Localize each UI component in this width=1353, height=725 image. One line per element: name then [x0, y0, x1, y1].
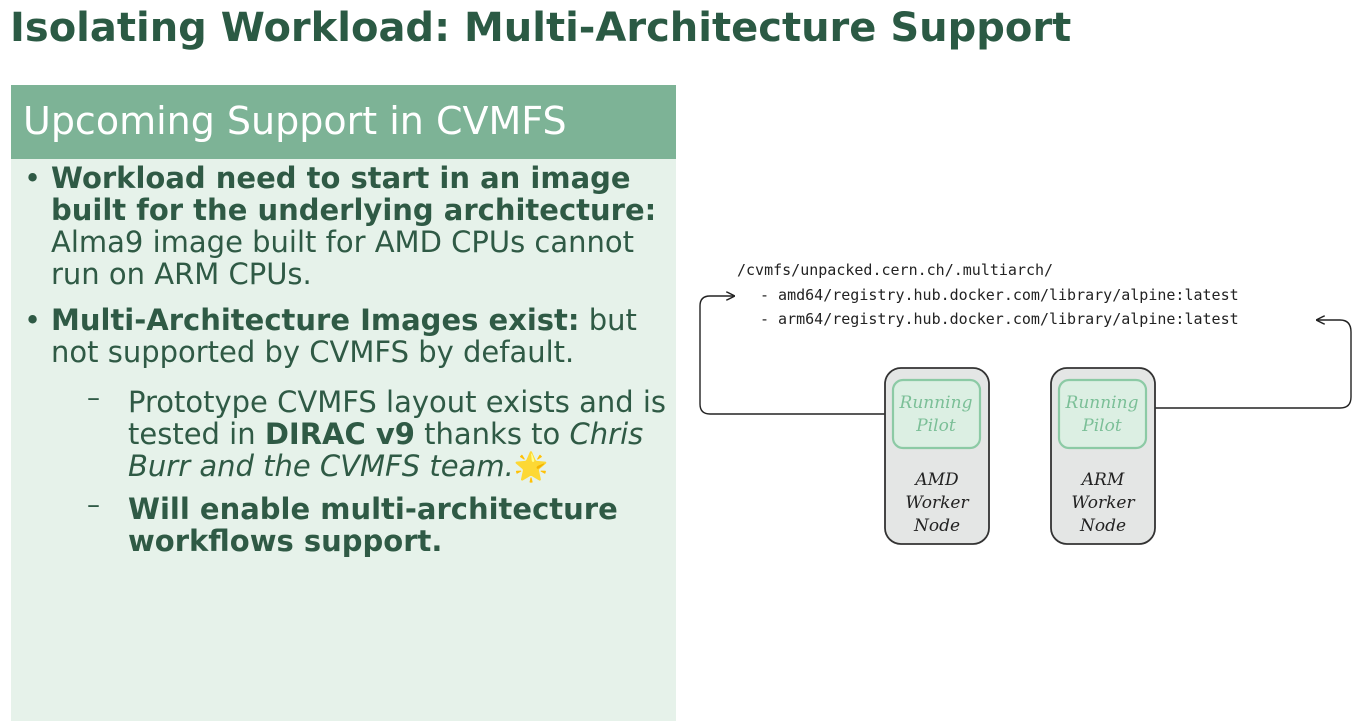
arm-running-pilot — [1057, 378, 1148, 450]
amd-node-label-2: Worker — [905, 493, 969, 513]
amd-node-label-1: AMD — [913, 470, 959, 490]
arm-pilot-label-1: Running — [1065, 393, 1139, 413]
path-root-text: /cvmfs/unpacked.cern.ch/.multiarch/ — [737, 261, 1053, 279]
bullet-item: • Multi-Architecture Images exist: but n… — [22, 304, 672, 368]
arm-node-label-3: Node — [1079, 516, 1126, 536]
panel-title: Upcoming Support in CVMFS — [23, 99, 567, 143]
path-arm-text: - arm64/registry.hub.docker.com/library/… — [760, 310, 1239, 328]
sub-bullet-text: Prototype CVMFS layout exists and is tes… — [128, 385, 667, 451]
dash-icon: – — [87, 383, 100, 413]
amd-pilot-label-2: Pilot — [915, 416, 956, 436]
multiarch-diagram: /cvmfs/unpacked.cern.ch/.multiarch/ - am… — [699, 261, 1352, 545]
arm-connector-arrow — [1150, 320, 1352, 409]
arm-node-label-1: ARM — [1080, 470, 1125, 490]
bullet-list: • Workload need to start in an image bui… — [22, 162, 672, 557]
sub-bullet-item: – Prototype CVMFS layout exists and is t… — [22, 383, 672, 483]
bullet-text: but not supported by CVMFS by default. — [51, 303, 637, 369]
amd-connector-arrow — [699, 296, 893, 415]
bullet-dot-icon: • — [24, 303, 42, 337]
sub-bullet-italic-text: Chris Burr and the CVMFS team. — [128, 417, 644, 483]
path-amd-text: - amd64/registry.hub.docker.com/library/… — [760, 286, 1239, 304]
dash-icon: – — [87, 490, 100, 520]
arm-worker-node: Running Pilot ARM Worker Node — [1050, 367, 1156, 545]
slide-title: Isolating Workload: Multi-Architecture S… — [10, 5, 1072, 51]
amd-pilot-label-1: Running — [899, 393, 973, 413]
bullet-bold-text: Multi-Architecture Images exist: — [51, 303, 580, 337]
sub-bullet-item: – Will enable multi-architecture workflo… — [22, 490, 672, 558]
amd-node-label-3: Node — [913, 516, 960, 536]
star-icon: 🌟 — [513, 450, 549, 483]
amd-running-pilot — [891, 378, 982, 450]
sub-bullet-bold-text: Will enable multi-architecture workflows… — [128, 492, 618, 558]
arm-node-label-2: Worker — [1071, 493, 1135, 513]
panel-header: Upcoming Support in CVMFS — [11, 85, 676, 159]
bullet-text: Alma9 image built for AMD CPUs cannot ru… — [51, 225, 635, 291]
bullet-dot-icon: • — [24, 161, 42, 195]
content-panel — [11, 85, 676, 721]
arm-pilot-label-2: Pilot — [1081, 416, 1122, 436]
bullet-bold-text: Workload need to start in an image built… — [51, 161, 657, 227]
sub-bullet-bold-text: DIRAC v9 — [264, 417, 415, 451]
amd-worker-node: Running Pilot AMD Worker Node — [884, 367, 990, 545]
sub-bullet-text: thanks to — [414, 417, 570, 451]
bullet-item: • Workload need to start in an image bui… — [22, 162, 672, 290]
